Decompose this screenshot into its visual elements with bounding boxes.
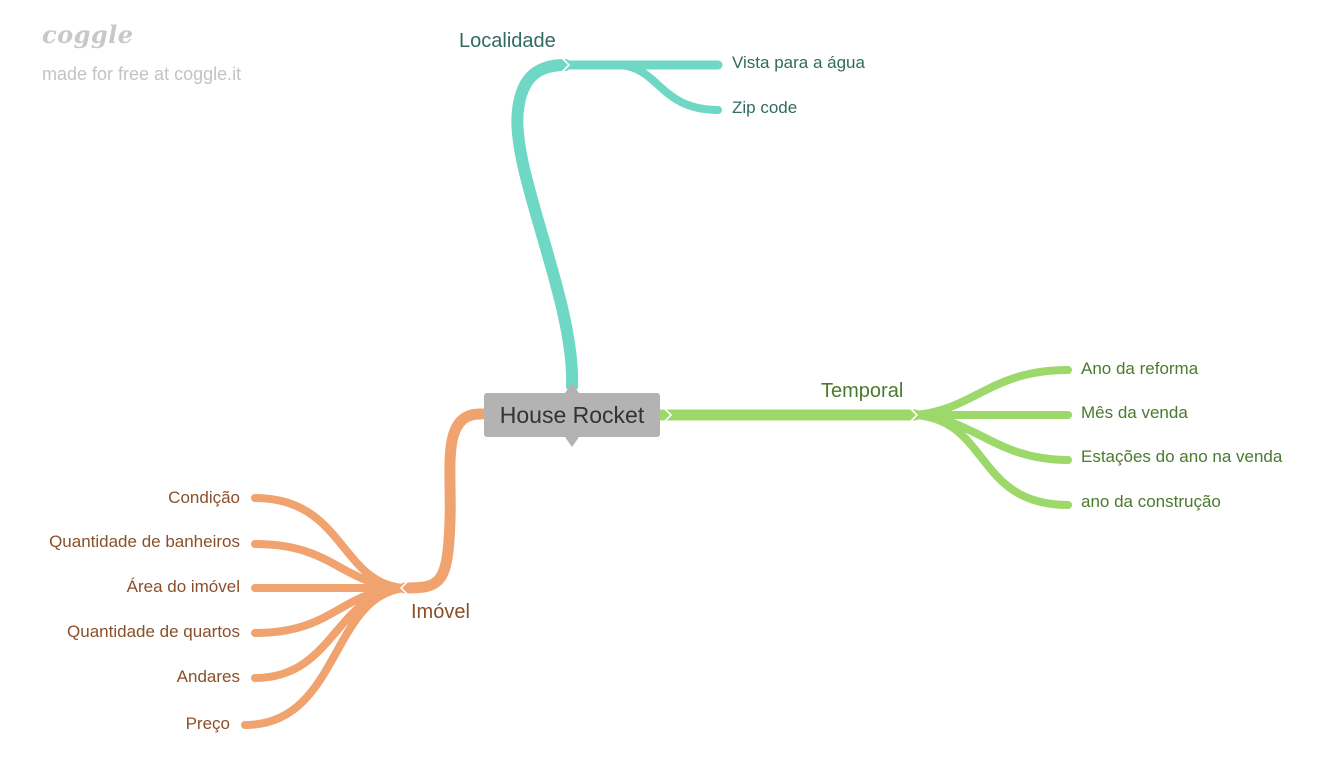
leaf-preco[interactable]: Preço — [185, 714, 230, 733]
leaf-quantidade-de-quartos[interactable]: Quantidade de quartos — [67, 622, 240, 641]
tagline: made for free at coggle.it — [42, 64, 242, 84]
leaf-ano-da-construcao[interactable]: ano da construção — [1081, 492, 1221, 511]
leaf-estacoes-do-ano-na-venda[interactable]: Estações do ano na venda — [1081, 447, 1283, 466]
leaf-ano-da-reforma[interactable]: Ano da reforma — [1081, 359, 1199, 378]
leaf-zip-code[interactable]: Zip code — [732, 98, 798, 117]
connector-temporal-construcao — [911, 411, 1072, 509]
branch-temporal[interactable]: Temporal — [821, 380, 904, 402]
joint-chevron-temporal — [909, 407, 919, 423]
leaf-quantidade-de-banheiros[interactable]: Quantidade de banheiros — [49, 532, 240, 551]
leaf-condicao[interactable]: Condição — [168, 488, 240, 507]
joint-chevron-imovel — [399, 580, 409, 596]
connector-root-localidade — [511, 59, 579, 392]
connector-root-imovel — [399, 408, 488, 594]
root-node-notch-top — [565, 383, 579, 393]
connector-temporal-reforma — [911, 366, 1072, 419]
leaf-area-do-imovel[interactable]: Área do imóvel — [126, 577, 240, 596]
joint-chevron-temporal-root — [663, 407, 673, 423]
branch-localidade[interactable]: Localidade — [459, 30, 556, 52]
connector-localidade-zip — [616, 61, 722, 114]
connector-imovel-banheiros — [251, 540, 409, 592]
connector-imovel-preco — [241, 584, 409, 729]
root-node-notch-bottom — [565, 437, 579, 447]
leaf-mes-da-venda[interactable]: Mês da venda — [1081, 403, 1188, 422]
joint-chevron-localidade — [561, 57, 571, 73]
root-node-house-rocket[interactable]: House Rocket — [484, 393, 660, 437]
coggle-logo: coggle — [42, 20, 134, 49]
leaf-vista-para-a-agua[interactable]: Vista para a água — [732, 53, 865, 72]
branch-imovel[interactable]: Imóvel — [411, 601, 470, 623]
leaf-andares[interactable]: Andares — [176, 667, 240, 686]
